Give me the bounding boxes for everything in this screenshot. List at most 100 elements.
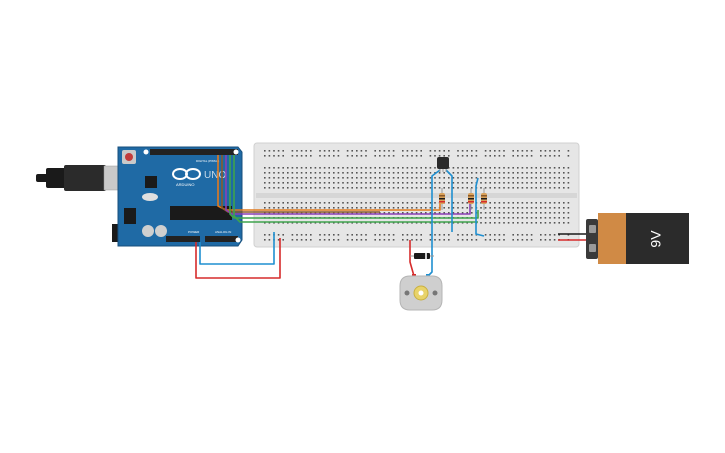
breadboard-hole[interactable] — [351, 182, 353, 184]
breadboard-hole[interactable] — [457, 202, 459, 204]
breadboard-hole[interactable] — [530, 155, 533, 157]
breadboard-hole[interactable] — [351, 150, 353, 152]
breadboard-hole[interactable] — [530, 182, 533, 184]
wire-green-2[interactable] — [233, 155, 478, 223]
breadboard-hole[interactable] — [530, 187, 533, 189]
breadboard-hole[interactable] — [434, 150, 436, 152]
breadboard-hole[interactable] — [471, 155, 473, 157]
breadboard-hole[interactable] — [328, 167, 330, 169]
breadboard-hole[interactable] — [434, 212, 436, 214]
breadboard-hole[interactable] — [480, 217, 482, 219]
breadboard-hole[interactable] — [374, 202, 376, 204]
breadboard-hole[interactable] — [484, 177, 487, 179]
breadboard-hole[interactable] — [369, 202, 372, 204]
breadboard-hole[interactable] — [323, 172, 326, 174]
breadboard-hole[interactable] — [291, 182, 294, 184]
breadboard-hole[interactable] — [365, 182, 367, 184]
breadboard-hole[interactable] — [291, 155, 294, 157]
breadboard-hole[interactable] — [369, 222, 372, 224]
breadboard-hole[interactable] — [512, 222, 514, 224]
wire-blue-gnd[interactable] — [199, 232, 275, 265]
breadboard-hole[interactable] — [356, 150, 358, 152]
breadboard-hole[interactable] — [264, 177, 266, 179]
breadboard-hole[interactable] — [360, 222, 363, 224]
breadboard-hole[interactable] — [503, 222, 505, 224]
breadboard-hole[interactable] — [346, 222, 349, 224]
breadboard-hole[interactable] — [392, 239, 395, 241]
breadboard-hole[interactable] — [314, 182, 317, 184]
breadboard-hole[interactable] — [291, 212, 294, 214]
breadboard-hole[interactable] — [526, 177, 528, 179]
breadboard-hole[interactable] — [521, 167, 524, 169]
breadboard-hole[interactable] — [489, 177, 491, 179]
breadboard-hole[interactable] — [264, 155, 266, 157]
breadboard-hole[interactable] — [544, 182, 547, 184]
breadboard-hole[interactable] — [448, 207, 450, 209]
breadboard-hole[interactable] — [507, 172, 510, 174]
breadboard-hole[interactable] — [503, 182, 505, 184]
breadboard-hole[interactable] — [342, 172, 344, 174]
breadboard-hole[interactable] — [310, 182, 312, 184]
breadboard-hole[interactable] — [273, 222, 275, 224]
breadboard-hole[interactable] — [337, 187, 340, 189]
breadboard-hole[interactable] — [420, 222, 422, 224]
breadboard-hole[interactable] — [558, 172, 560, 174]
breadboard-hole[interactable] — [535, 202, 537, 204]
breadboard-hole[interactable] — [517, 167, 519, 169]
breadboard-hole[interactable] — [530, 207, 533, 209]
breadboard-hole[interactable] — [319, 222, 321, 224]
breadboard-hole[interactable] — [503, 239, 505, 241]
breadboard-hole[interactable] — [540, 187, 542, 189]
breadboard-hole[interactable] — [388, 150, 390, 152]
breadboard-hole[interactable] — [264, 150, 266, 152]
breadboard-hole[interactable] — [521, 234, 524, 236]
breadboard-hole[interactable] — [567, 187, 570, 189]
breadboard-hole[interactable] — [264, 187, 266, 189]
breadboard-hole[interactable] — [328, 172, 330, 174]
breadboard-hole[interactable] — [443, 155, 445, 157]
breadboard-hole[interactable] — [530, 239, 533, 241]
breadboard-hole[interactable] — [438, 155, 441, 157]
breadboard-hole[interactable] — [429, 167, 432, 169]
wire-blue-gnd-rail[interactable] — [475, 177, 485, 237]
breadboard-hole[interactable] — [494, 182, 496, 184]
breadboard-hole[interactable] — [498, 207, 501, 209]
breadboard-hole[interactable] — [443, 172, 445, 174]
breadboard-hole[interactable] — [494, 239, 496, 241]
breadboard-hole[interactable] — [535, 207, 537, 209]
breadboard-hole[interactable] — [277, 167, 280, 169]
breadboard-hole[interactable] — [567, 217, 570, 219]
breadboard-hole[interactable] — [374, 182, 376, 184]
breadboard-hole[interactable] — [420, 234, 422, 236]
breadboard-hole[interactable] — [567, 222, 570, 224]
breadboard-hole[interactable] — [429, 150, 432, 152]
breadboard-hole[interactable] — [484, 212, 487, 214]
breadboard-hole[interactable] — [526, 155, 528, 157]
breadboard-hole[interactable] — [512, 234, 514, 236]
breadboard-hole[interactable] — [314, 172, 317, 174]
breadboard-hole[interactable] — [415, 155, 418, 157]
breadboard-hole[interactable] — [310, 155, 312, 157]
breadboard-hole[interactable] — [291, 239, 294, 241]
breadboard-hole[interactable] — [461, 172, 464, 174]
breadboard-hole[interactable] — [480, 172, 482, 174]
breadboard-hole[interactable] — [448, 202, 450, 204]
breadboard-hole[interactable] — [434, 234, 436, 236]
breadboard-hole[interactable] — [319, 155, 321, 157]
breadboard-hole[interactable] — [457, 155, 459, 157]
breadboard-hole[interactable] — [374, 239, 376, 241]
breadboard-hole[interactable] — [268, 155, 271, 157]
breadboard-hole[interactable] — [351, 202, 353, 204]
breadboard-hole[interactable] — [360, 182, 363, 184]
breadboard-hole[interactable] — [337, 182, 340, 184]
breadboard-hole[interactable] — [521, 202, 524, 204]
breadboard-hole[interactable] — [544, 177, 547, 179]
breadboard-hole[interactable] — [461, 212, 464, 214]
breadboard-hole[interactable] — [553, 177, 556, 179]
breadboard-hole[interactable] — [553, 212, 556, 214]
breadboard-hole[interactable] — [425, 212, 427, 214]
breadboard-hole[interactable] — [475, 167, 478, 169]
breadboard-hole[interactable] — [314, 177, 317, 179]
breadboard-hole[interactable] — [291, 167, 294, 169]
breadboard-hole[interactable] — [563, 187, 565, 189]
